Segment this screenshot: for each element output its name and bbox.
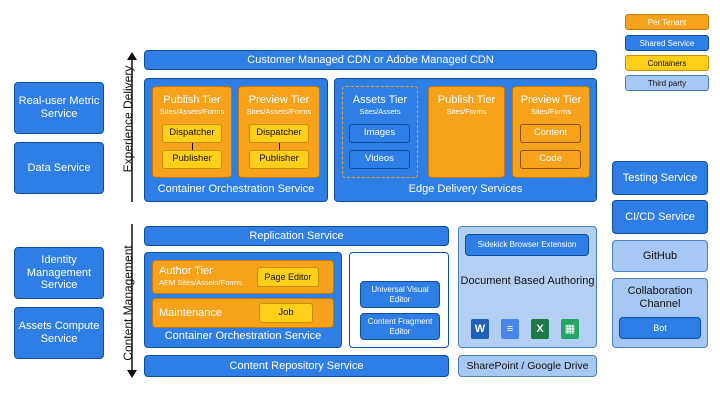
experience-delivery-arrow [127, 52, 137, 202]
publish-tier-sub: Sites/Assets/Forms [159, 107, 225, 116]
document-authoring-label: Document Based Authoring [460, 275, 595, 287]
content-repository-service: Content Repository Service [144, 355, 449, 377]
author-tier: Author Tier AEM Sites/Assets/Forms Page … [152, 260, 334, 294]
publish-publisher: Publisher [162, 150, 222, 169]
content-fragment-editor: Content Fragment Editor [360, 313, 440, 340]
author-tier-title: Author Tier [159, 265, 213, 277]
google-sheets-icon: ▦ [561, 319, 579, 339]
author-tier-sub: AEM Sites/Assets/Forms [159, 278, 242, 287]
assets-tier-title: Assets Tier [352, 94, 408, 106]
edge-preview-tier: Preview Tier Sites/Forms Content Code [512, 86, 590, 178]
edge-preview-tier-title: Preview Tier [520, 94, 582, 106]
data-service: Data Service [14, 142, 104, 194]
assets-compute-service: Assets Compute Service [14, 307, 104, 359]
universal-visual-editor: Universal Visual Editor [360, 281, 440, 308]
replication-service: Replication Service [144, 226, 449, 246]
delivery-container-orch-label: Container Orchestration Service [157, 183, 315, 196]
preview-tier-sub: Sites/Assets/Forms [246, 107, 312, 116]
publish-dispatcher: Dispatcher [162, 124, 222, 143]
identity-management-service: Identity Management Service [14, 247, 104, 299]
cicd-service: CI/CD Service [612, 200, 708, 234]
maintenance-title: Maintenance [159, 307, 222, 319]
edge-publish-tier-title: Publish Tier [437, 94, 496, 106]
google-docs-icon: ≡ [501, 319, 519, 339]
edge-preview-content: Content [520, 124, 581, 143]
preview-publisher: Publisher [249, 150, 309, 169]
assets-images: Images [349, 124, 410, 143]
preview-connector [279, 143, 280, 150]
legend-per-tenant: Per Tenant [625, 14, 709, 30]
edge-delivery-label: Edge Delivery Services [408, 183, 523, 196]
collaboration-channel: Collaboration Channel Bot [612, 278, 708, 348]
edge-publish-tier-sub: Sites/Forms [446, 107, 487, 116]
word-icon: W [471, 319, 489, 339]
preview-tier-title: Preview Tier [248, 94, 310, 106]
publish-tier: Publish Tier Sites/Assets/Forms Dispatch… [152, 86, 232, 178]
preview-tier: Preview Tier Sites/Assets/Forms Dispatch… [238, 86, 320, 178]
bot: Bot [619, 317, 701, 339]
preview-dispatcher: Dispatcher [249, 124, 309, 143]
collaboration-channel-label: Collaboration Channel [627, 285, 693, 310]
edge-preview-code: Code [520, 150, 581, 169]
sidekick-extension: Sidekick Browser Extension [465, 234, 589, 256]
experience-delivery-label: Experience Delivery [121, 65, 135, 173]
legend-containers: Containers [625, 55, 709, 71]
publish-tier-title: Publish Tier [163, 94, 221, 106]
legend-shared-service: Shared Service [625, 35, 709, 51]
assets-videos: Videos [349, 150, 410, 169]
content-management-label: Content Management [121, 245, 135, 361]
document-authoring-panel: Sidekick Browser Extension Document Base… [458, 226, 597, 348]
edge-preview-tier-sub: Sites/Forms [530, 107, 571, 116]
cdn-bar: Customer Managed CDN or Adobe Managed CD… [144, 50, 597, 70]
page-editor: Page Editor [257, 267, 319, 287]
assets-tier-sub: Sites/Assets [359, 107, 401, 116]
assets-tier: Assets Tier Sites/Assets Images Videos [342, 86, 418, 178]
management-container-orch-label: Container Orchestration Service [164, 330, 322, 343]
legend-third-party: Third party [625, 75, 709, 91]
testing-service: Testing Service [612, 161, 708, 195]
real-user-metric-service: Real-user Metric Service [14, 82, 104, 134]
github: GitHub [612, 240, 708, 272]
sharepoint-google-drive: SharePoint / Google Drive [458, 355, 597, 377]
excel-icon: X [531, 319, 549, 339]
content-management-arrow [127, 224, 137, 378]
maintenance-job: Job [259, 303, 313, 323]
edge-publish-tier: Publish Tier Sites/Forms [428, 86, 505, 178]
maintenance: Maintenance Job [152, 298, 334, 328]
publish-connector [192, 143, 193, 150]
